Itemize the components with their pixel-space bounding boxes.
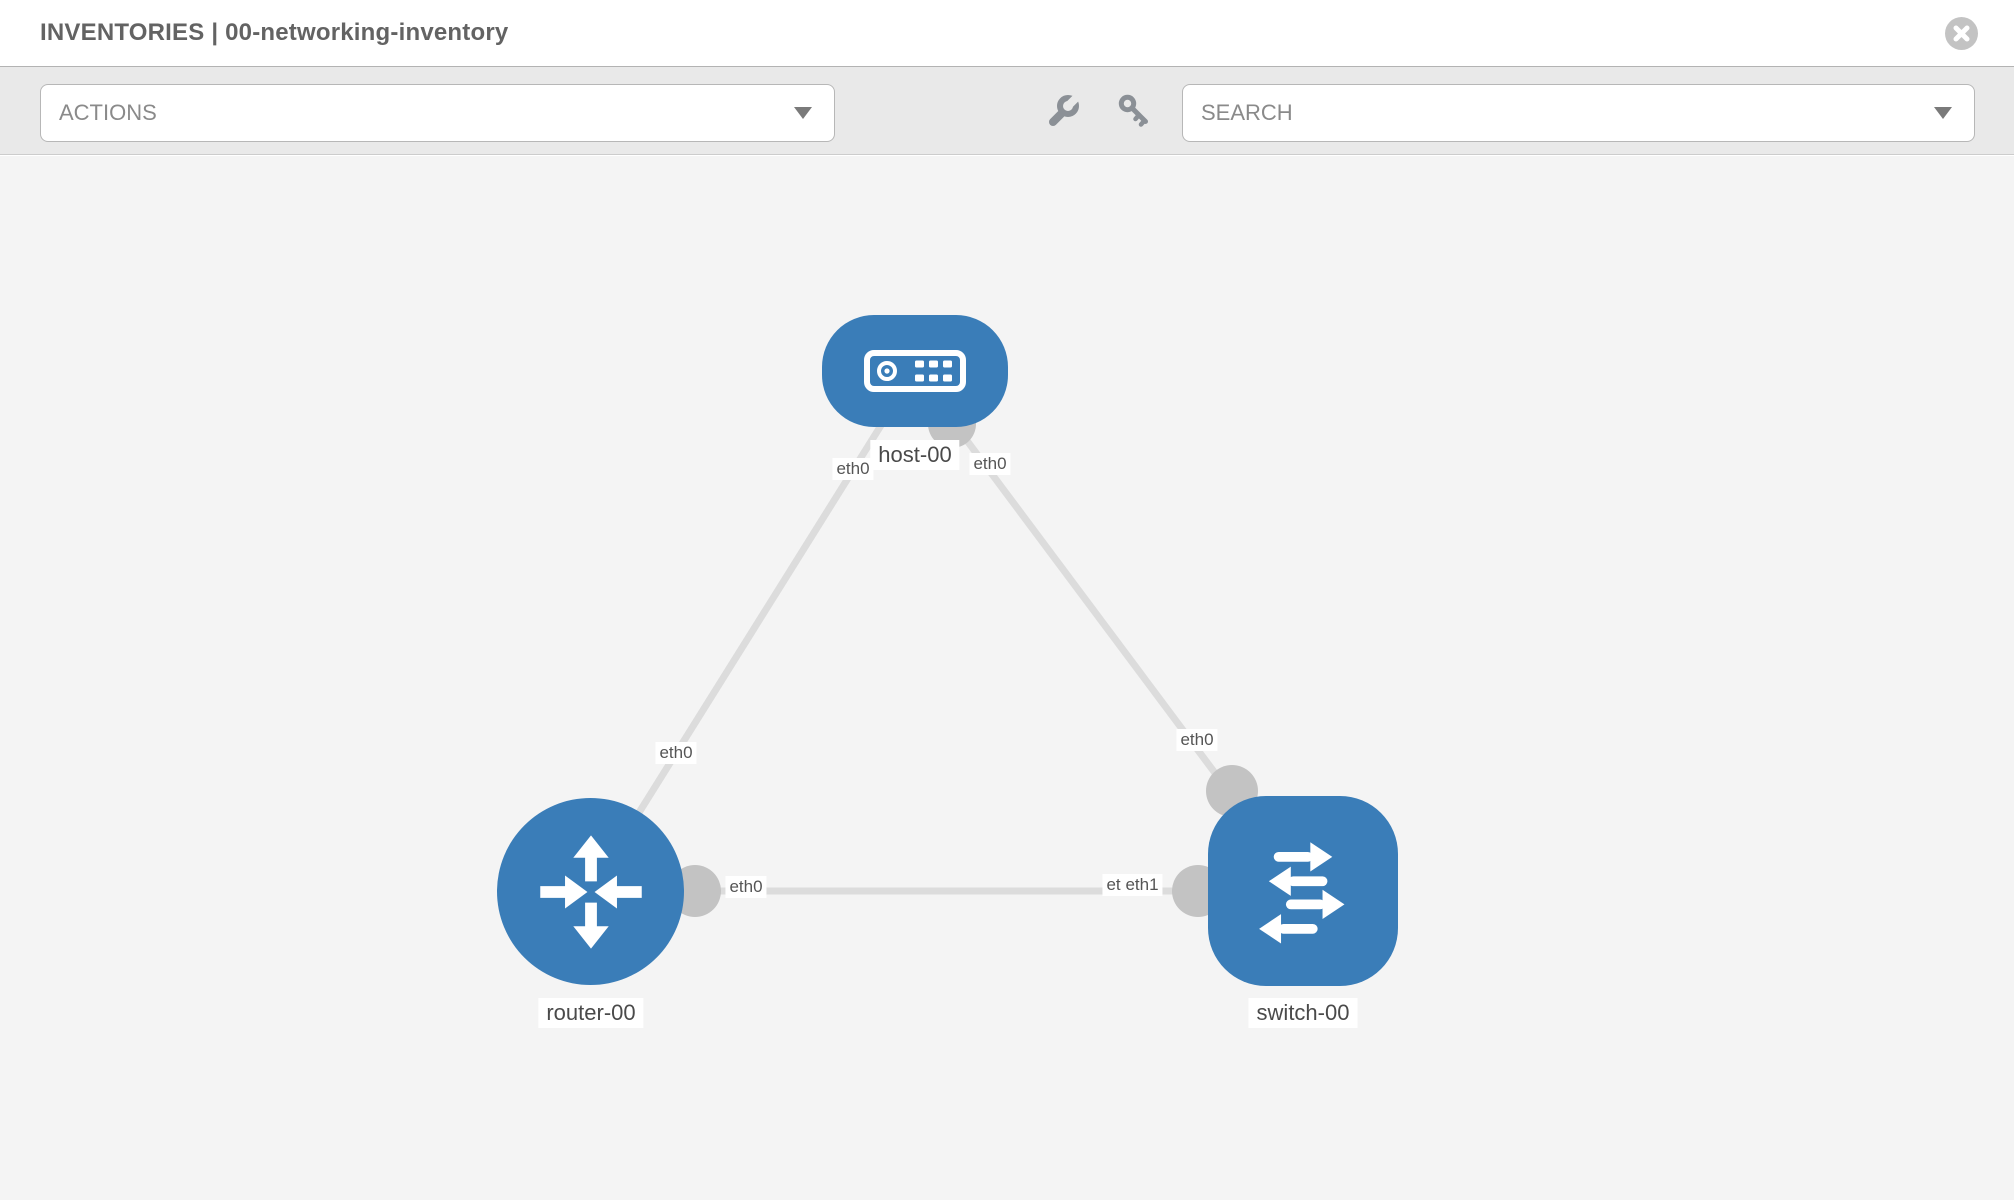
interface-label-switch-to-router: eth1 (1121, 874, 1163, 896)
wrench-icon[interactable] (1045, 93, 1081, 129)
node-label-switch: switch-00 (1248, 998, 1358, 1028)
link-host-router[interactable] (587, 369, 918, 893)
switch-icon (1259, 842, 1345, 944)
topology-canvas[interactable]: host-00 router-00 switch-00 eth0 eth0 et… (0, 156, 2014, 1200)
topology-links-layer (587, 368, 1306, 917)
header: INVENTORIES | 00-networking-inventory (0, 0, 2014, 67)
close-button[interactable] (1945, 16, 1978, 50)
host-icon (864, 350, 966, 392)
interface-label-switch-to-host: eth0 (1176, 729, 1218, 751)
node-switch-00[interactable] (1208, 796, 1398, 986)
search-dropdown[interactable]: SEARCH (1182, 84, 1975, 142)
node-label-router: router-00 (538, 998, 644, 1028)
node-host-00[interactable] (822, 315, 1008, 427)
toolbar: ACTIONS SEARCH (0, 67, 2014, 155)
node-label-host: host-00 (870, 440, 960, 470)
interface-label-host-to-switch: eth0 (969, 453, 1011, 475)
router-icon (539, 834, 642, 949)
page-title: INVENTORIES | 00-networking-inventory (40, 19, 509, 46)
actions-dropdown-label: ACTIONS (59, 100, 157, 125)
interface-label-host-to-router: eth0 (832, 458, 874, 480)
key-icon[interactable] (1116, 93, 1152, 129)
search-dropdown-label: SEARCH (1201, 100, 1293, 125)
chevron-down-icon (794, 107, 812, 119)
chevron-down-icon (1934, 107, 1952, 119)
close-icon (1953, 25, 1970, 41)
interface-label-router-to-switch: eth0 (725, 876, 767, 898)
actions-dropdown[interactable]: ACTIONS (40, 84, 835, 142)
node-router-00[interactable] (497, 798, 684, 985)
interface-label-router-to-host: eth0 (655, 742, 697, 764)
